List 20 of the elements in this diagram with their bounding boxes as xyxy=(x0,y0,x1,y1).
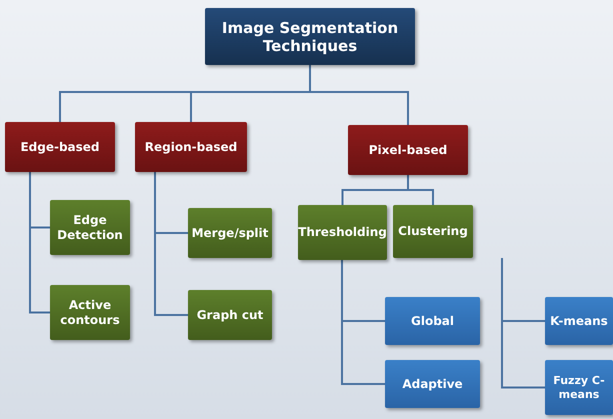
connector-line xyxy=(407,175,434,205)
connector-line xyxy=(154,172,188,316)
title-box: Image Segmentation Techniques xyxy=(205,8,415,65)
connector-line xyxy=(309,65,409,125)
connector-line xyxy=(501,258,545,388)
technique-box: Global xyxy=(385,297,480,345)
category-box: Pixel-based xyxy=(348,125,468,175)
connector-line xyxy=(341,260,385,385)
method-box: Edge Detection xyxy=(50,200,130,255)
technique-box: Adaptive xyxy=(385,360,480,408)
method-box: Thresholding xyxy=(298,205,387,260)
category-box: Region-based xyxy=(135,122,247,172)
method-box: Graph cut xyxy=(188,290,272,340)
technique-box: K-means xyxy=(545,297,613,345)
method-box: Merge/split xyxy=(188,208,272,258)
category-box: Edge-based xyxy=(5,122,115,172)
connector-line xyxy=(29,172,50,314)
technique-box: Fuzzy C-means xyxy=(545,360,613,415)
method-box: Active contours xyxy=(50,285,130,340)
method-box: Clustering xyxy=(393,205,473,258)
